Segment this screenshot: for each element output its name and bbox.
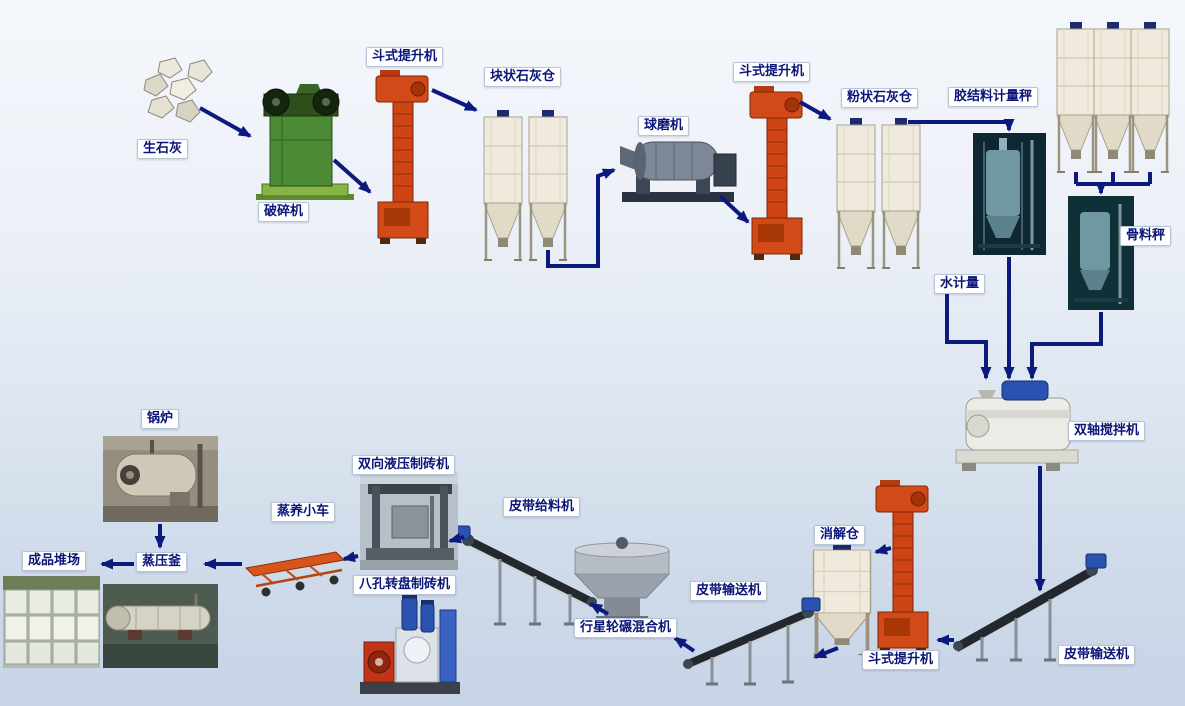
curing-trolley (244, 551, 346, 597)
digestion-silo (811, 543, 873, 657)
bucket-elevator-1 (375, 69, 429, 245)
label-lump-lime-silo: 块状石灰仓 (484, 67, 562, 87)
rotary-brick-machine (360, 594, 460, 694)
bucket-elevator-3 (875, 479, 929, 655)
product-yard-photo (3, 576, 100, 668)
label-rotary-brick-machine: 八孔转盘制砖机 (353, 575, 457, 595)
binder-metering-scale (973, 133, 1046, 255)
label-crusher: 破碎机 (258, 202, 310, 222)
lump-lime-silos (482, 108, 569, 262)
autoclave-photo (103, 584, 218, 668)
hydraulic-brick-machine (360, 472, 458, 570)
label-ball-mill: 球磨机 (638, 116, 690, 136)
label-autoclave: 蒸压釜 (136, 552, 188, 572)
powder-lime-silos (835, 116, 922, 270)
label-twin-shaft-mixer: 双轴搅拌机 (1068, 421, 1146, 441)
label-planetary-wheel-mixer: 行星轮碾混合机 (574, 618, 678, 638)
label-powder-lime-silo: 粉状石灰仓 (841, 88, 919, 108)
quicklime-stones (143, 57, 213, 123)
label-bucket-elevator-1: 斗式提升机 (366, 47, 444, 67)
aggregate-silos (1055, 20, 1171, 174)
label-digestion-silo: 消解仓 (814, 525, 866, 545)
label-belt-conveyor-mid: 皮带输送机 (690, 581, 768, 601)
belt-conveyor-right (953, 553, 1107, 662)
label-water-metering: 水计量 (934, 274, 986, 294)
belt-feeder (451, 525, 597, 626)
belt-conveyor-mid (683, 597, 821, 686)
jaw-crusher (256, 84, 354, 200)
label-belt-conveyor-right: 皮带输送机 (1058, 645, 1136, 665)
bucket-elevator-2 (749, 85, 803, 261)
boiler-photo (103, 436, 218, 522)
label-boiler: 锅炉 (141, 409, 180, 429)
label-bucket-elevator-3: 斗式提升机 (862, 650, 940, 670)
label-hydraulic-brick-machine: 双向液压制砖机 (352, 455, 456, 475)
twin-shaft-mixer (955, 380, 1079, 471)
label-product-yard: 成品堆场 (22, 551, 87, 571)
aggregate-scale (1068, 196, 1134, 310)
label-belt-feeder: 皮带给料机 (503, 497, 581, 517)
ball-mill (620, 141, 737, 202)
planetary-wheel-mixer (573, 537, 671, 624)
label-curing-trolley: 蒸养小车 (271, 502, 336, 522)
label-quicklime: 生石灰 (137, 139, 189, 159)
flow-arrows (100, 88, 1152, 659)
label-bucket-elevator-2: 斗式提升机 (733, 62, 811, 82)
label-binder-metering-scale: 胶结料计量秤 (948, 87, 1039, 107)
label-aggregate-scale: 骨料秤 (1120, 226, 1172, 246)
